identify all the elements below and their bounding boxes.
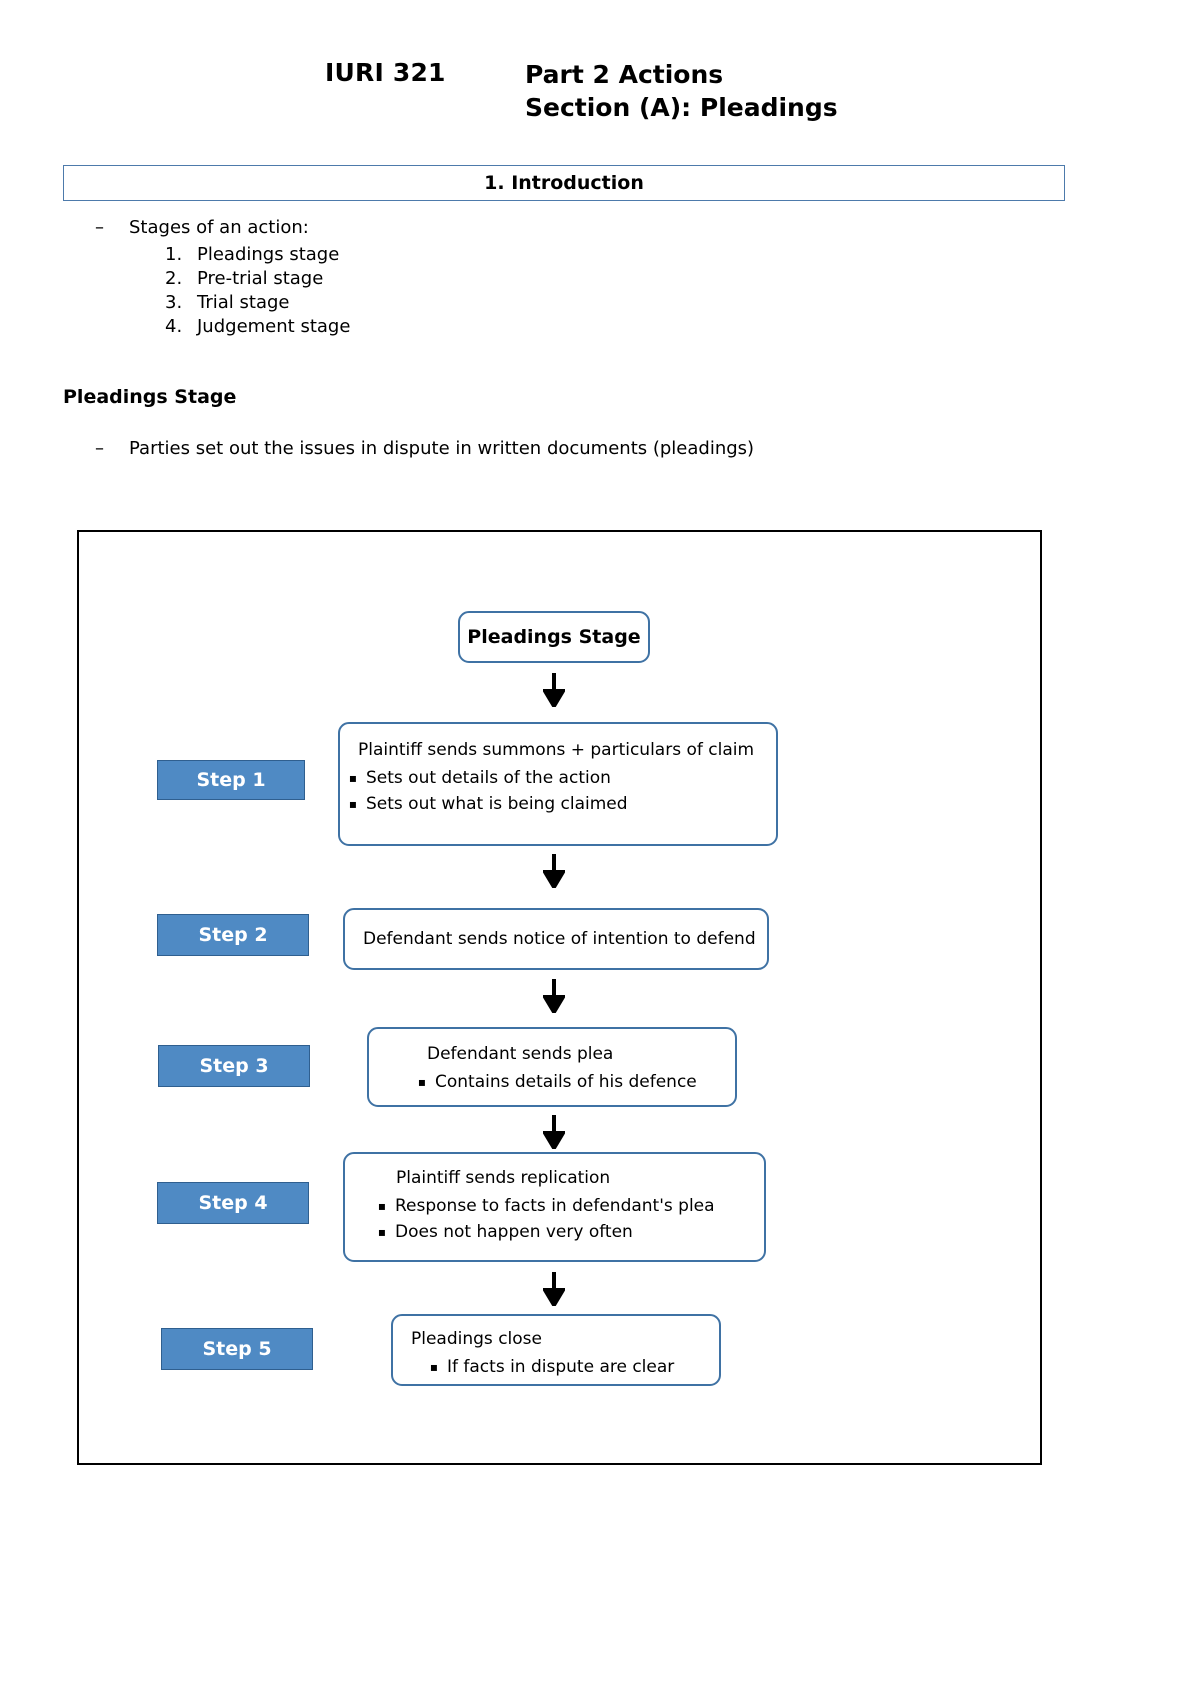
intro-lead-in-text: Stages of an action: <box>129 217 309 238</box>
flow-node-step-5-bullet-text: If facts in dispute are clear <box>447 1357 675 1377</box>
list-item: 4. Judgement stage <box>165 315 350 339</box>
list-item: 3. Trial stage <box>165 291 350 315</box>
step-chip-2: Step 2 <box>157 914 309 956</box>
flow-node-step-2-title: Defendant sends notice of intention to d… <box>363 928 756 949</box>
part-title: Part 2 Actions <box>525 60 724 89</box>
list-item-number: 4. <box>165 316 183 337</box>
step-chip-1: Step 1 <box>157 760 305 800</box>
flow-node-step-4: Plaintiff sends replication ▪ Response t… <box>343 1152 766 1262</box>
list-item-label: Pre-trial stage <box>197 268 324 289</box>
section-banner-title: 1. Introduction <box>484 172 644 194</box>
flow-node-step-3-title: Defendant sends plea <box>427 1044 614 1064</box>
list-item: 1. Pleadings stage <box>165 243 350 267</box>
flow-node-step-1-bullet: ▪ Sets out details of the action <box>340 765 776 791</box>
step-chip-3: Step 3 <box>158 1045 310 1087</box>
flow-node-step-3-bullet: ▪ Contains details of his defence <box>369 1069 735 1095</box>
flow-node-step-1-bullet: ▪ Sets out what is being claimed <box>340 791 776 817</box>
flow-node-step-4-bullet-text: Does not happen very often <box>395 1222 633 1242</box>
flow-node-step-1-title: Plaintiff sends summons + particulars of… <box>358 740 755 760</box>
flow-node-step-3: Defendant sends plea ▪ Contains details … <box>367 1027 737 1107</box>
list-item-label: Pleadings stage <box>197 244 340 265</box>
document-header: IURI 321 Part 2 Actions Section (A): Ple… <box>0 58 1200 124</box>
flow-node-step-2: Defendant sends notice of intention to d… <box>343 908 769 970</box>
square-bullet-icon: ▪ <box>417 1075 427 1089</box>
square-bullet-icon: ▪ <box>348 797 358 811</box>
flow-node-step-1: Plaintiff sends summons + particulars of… <box>338 722 778 846</box>
intro-lead-in: – Stages of an action: <box>95 216 309 240</box>
flow-node-step-5-bullet: ▪ If facts in dispute are clear <box>393 1354 719 1380</box>
list-item: 2. Pre-trial stage <box>165 267 350 291</box>
section-title: Section (A): Pleadings <box>525 93 838 122</box>
dash-marker: – <box>95 217 104 238</box>
flow-node-step-4-bullet-text: Response to facts in defendant's plea <box>395 1196 715 1216</box>
flowchart-frame: Pleadings Stage Step 1 Plaintiff sends s… <box>77 530 1042 1465</box>
flow-node-step-3-bullet-text: Contains details of his defence <box>435 1072 697 1092</box>
step-chip-5-label: Step 5 <box>202 1338 272 1360</box>
list-item-number: 1. <box>165 244 183 265</box>
arrow-down-icon <box>543 854 565 888</box>
pleadings-stage-heading: Pleadings Stage <box>63 386 237 408</box>
square-bullet-icon: ▪ <box>348 771 358 785</box>
square-bullet-icon: ▪ <box>377 1225 387 1239</box>
stages-list: 1. Pleadings stage 2. Pre-trial stage 3.… <box>165 243 350 339</box>
flow-node-step-4-bullet: ▪ Does not happen very often <box>345 1219 764 1245</box>
flow-node-step-4-title: Plaintiff sends replication <box>396 1168 611 1188</box>
flow-node-step-1-bullet-text: Sets out details of the action <box>366 768 611 788</box>
flow-node-step-5-title: Pleadings close <box>411 1329 542 1349</box>
step-chip-1-label: Step 1 <box>196 769 266 791</box>
list-item-label: Trial stage <box>197 292 290 313</box>
arrow-down-icon <box>543 1272 565 1306</box>
flow-node-step-1-bullet-text: Sets out what is being claimed <box>366 794 628 814</box>
arrow-down-icon <box>543 979 565 1013</box>
step-chip-4: Step 4 <box>157 1182 309 1224</box>
dash-marker: – <box>95 438 104 459</box>
course-code: IURI 321 <box>325 58 446 87</box>
square-bullet-icon: ▪ <box>377 1199 387 1213</box>
square-bullet-icon: ▪ <box>429 1360 439 1374</box>
flow-node-start-label: Pleadings Stage <box>467 625 641 648</box>
section-banner: 1. Introduction <box>63 165 1065 201</box>
step-chip-3-label: Step 3 <box>199 1055 269 1077</box>
list-item-number: 2. <box>165 268 183 289</box>
pleadings-stage-bullet-text: Parties set out the issues in dispute in… <box>129 438 755 459</box>
step-chip-5: Step 5 <box>161 1328 313 1370</box>
step-chip-2-label: Step 2 <box>198 924 268 946</box>
arrow-down-icon <box>543 1115 565 1149</box>
flow-node-step-5: Pleadings close ▪ If facts in dispute ar… <box>391 1314 721 1386</box>
flow-node-step-4-bullet: ▪ Response to facts in defendant's plea <box>345 1193 764 1219</box>
flow-node-start: Pleadings Stage <box>458 611 650 663</box>
step-chip-4-label: Step 4 <box>198 1192 268 1214</box>
list-item-number: 3. <box>165 292 183 313</box>
list-item-label: Judgement stage <box>197 316 351 337</box>
arrow-down-icon <box>543 673 565 707</box>
pleadings-stage-bullet: – Parties set out the issues in dispute … <box>95 437 754 461</box>
